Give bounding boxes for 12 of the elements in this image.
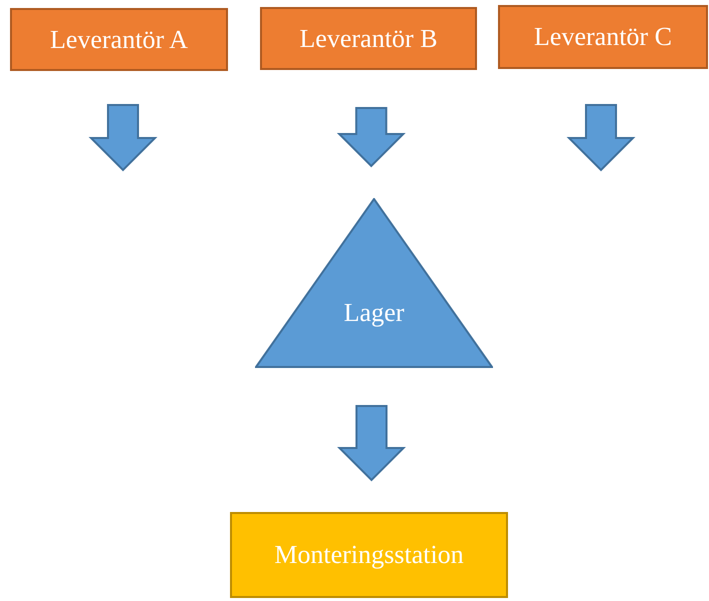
node-label: Leverantör C	[534, 22, 672, 52]
block-arrow	[337, 405, 406, 482]
node-label: Lager	[342, 298, 406, 328]
process-box	[498, 5, 708, 69]
node-label: Leverantör A	[50, 24, 188, 54]
triangle-node	[255, 198, 493, 368]
process-box	[10, 8, 228, 71]
process-box	[260, 7, 477, 70]
node-label: Leverantör B	[300, 24, 438, 54]
block-arrow	[336, 107, 406, 168]
process-box	[230, 512, 508, 598]
node-label: Monteringsstation	[274, 540, 464, 570]
